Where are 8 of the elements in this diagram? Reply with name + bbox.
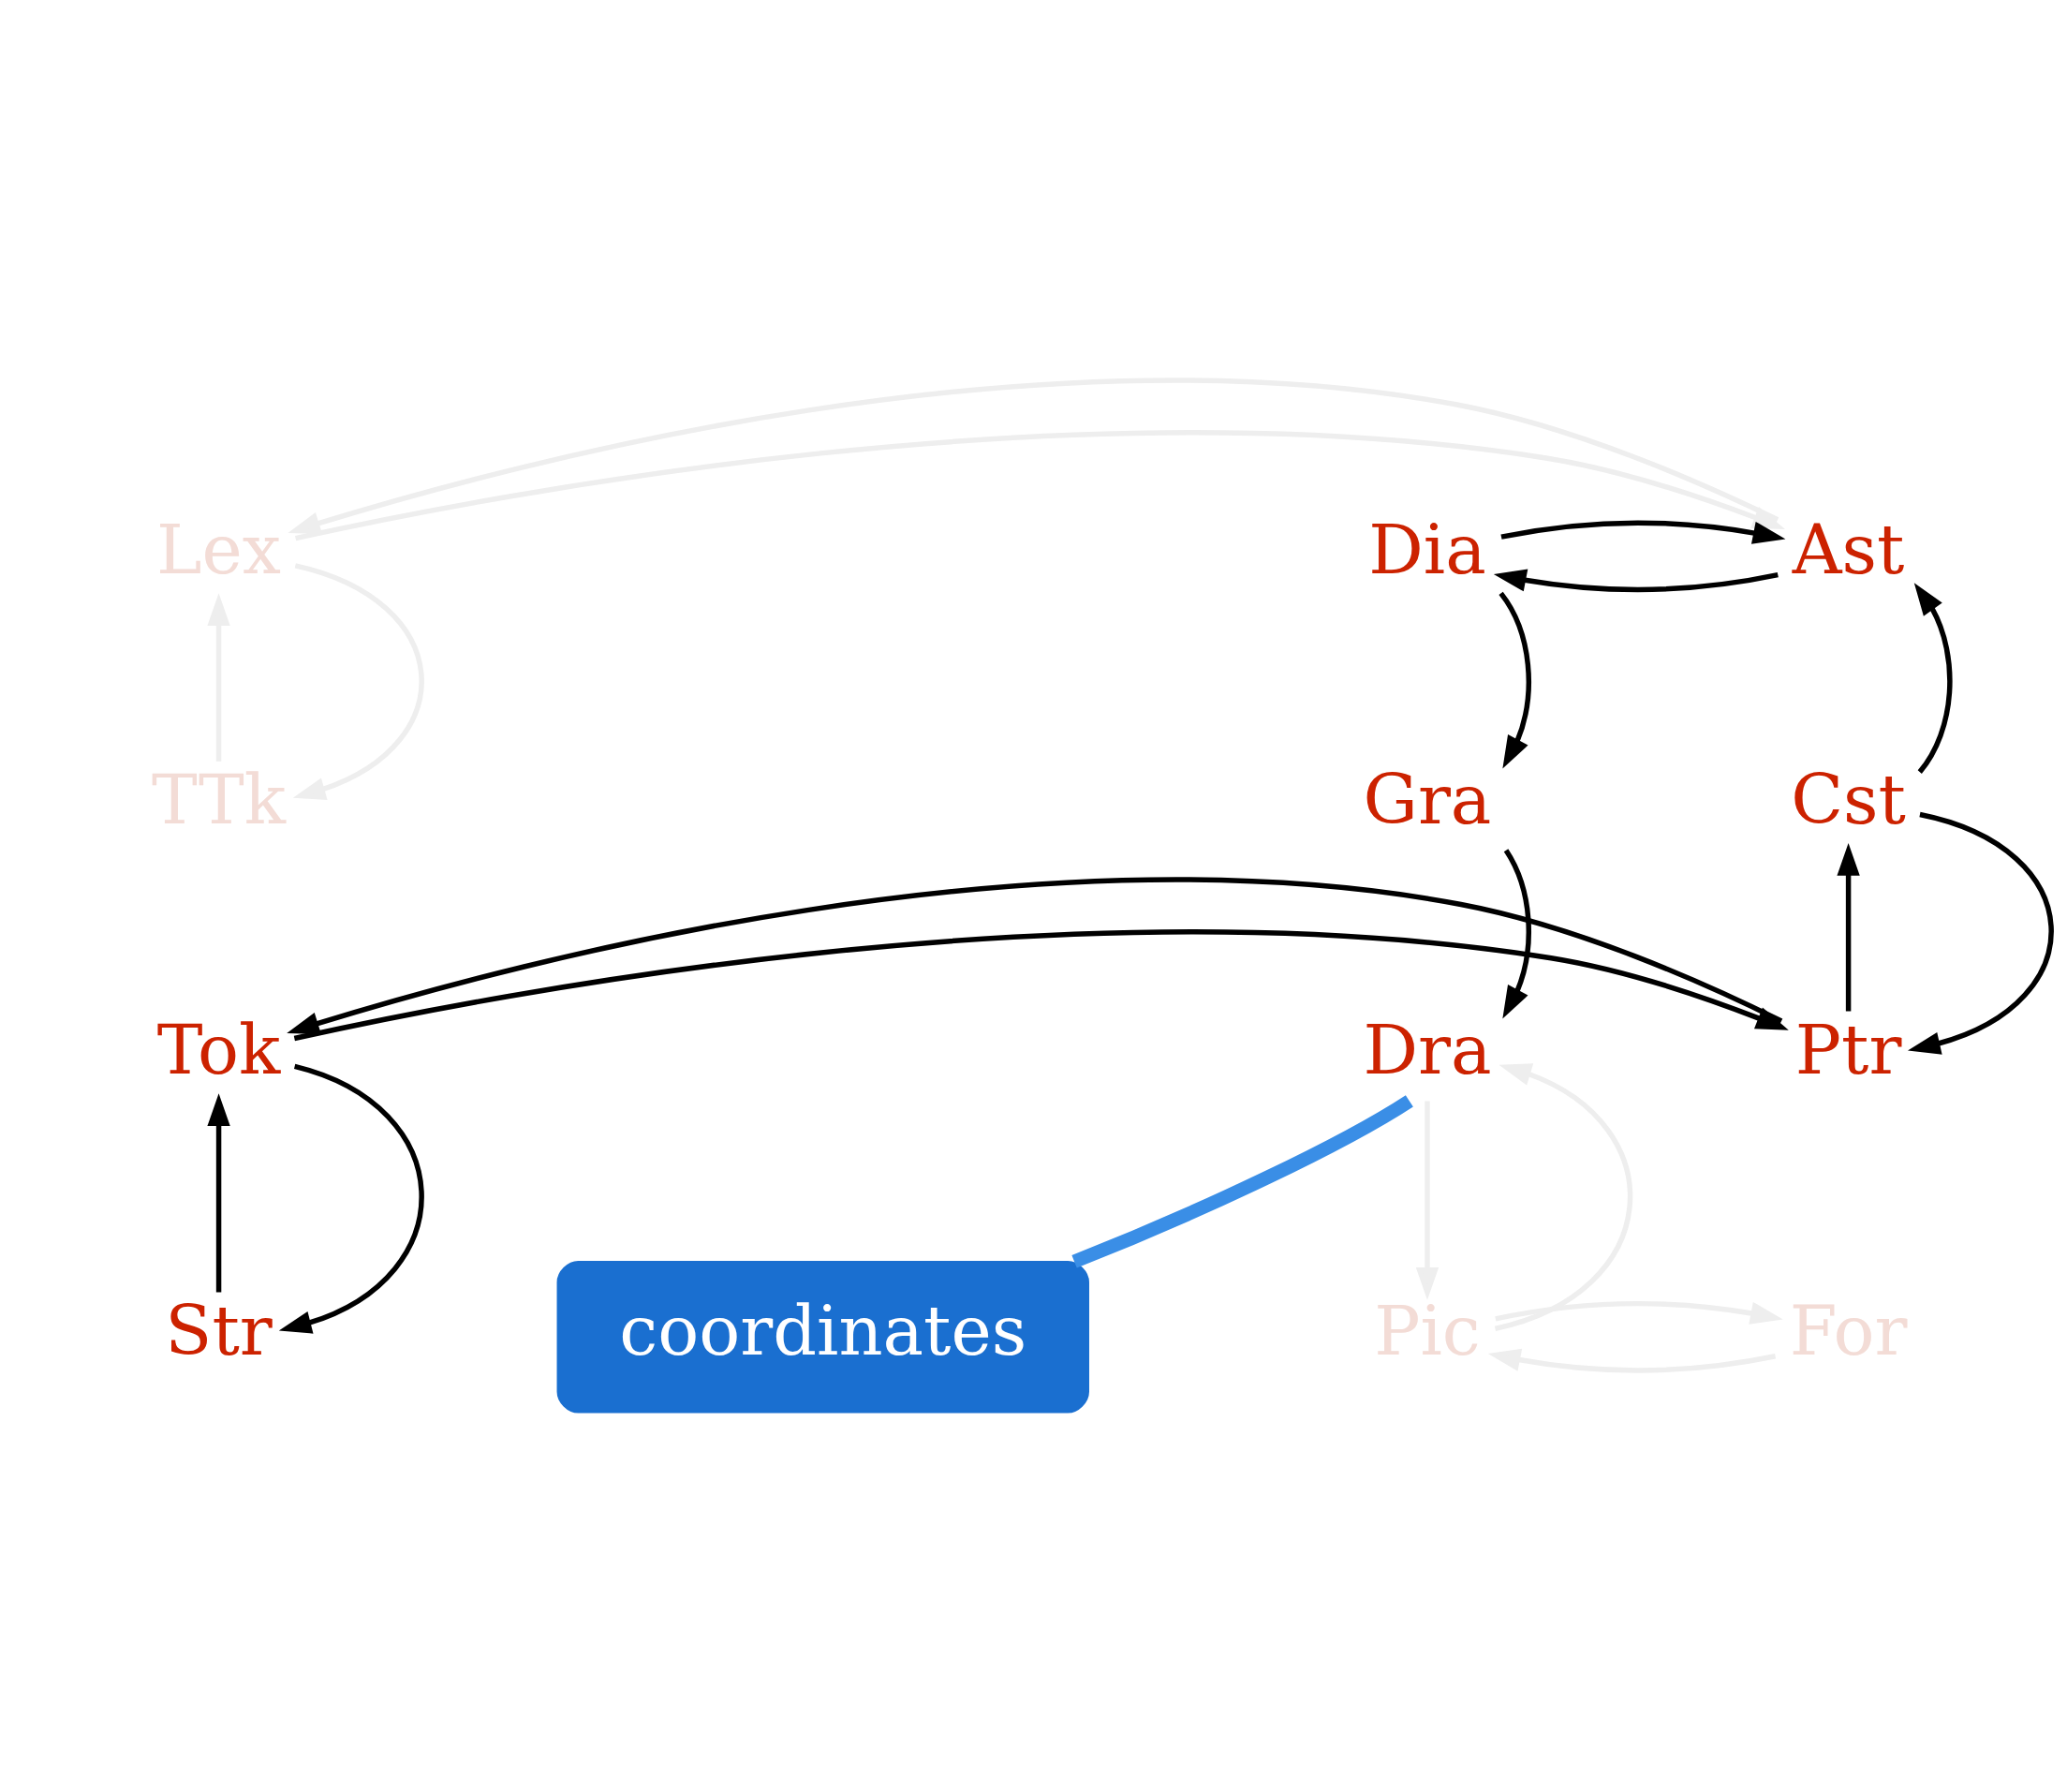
node-text: Tok [156, 1009, 281, 1089]
node-text: Gra [1363, 759, 1492, 839]
node-text: Dia [1368, 510, 1486, 590]
node-text: Dra [1363, 1009, 1492, 1089]
node-text: Cst [1791, 759, 1907, 839]
node-text: Ptr [1794, 1009, 1902, 1089]
node-text: Ast [1792, 510, 1905, 590]
node-text: Str [165, 1290, 273, 1370]
